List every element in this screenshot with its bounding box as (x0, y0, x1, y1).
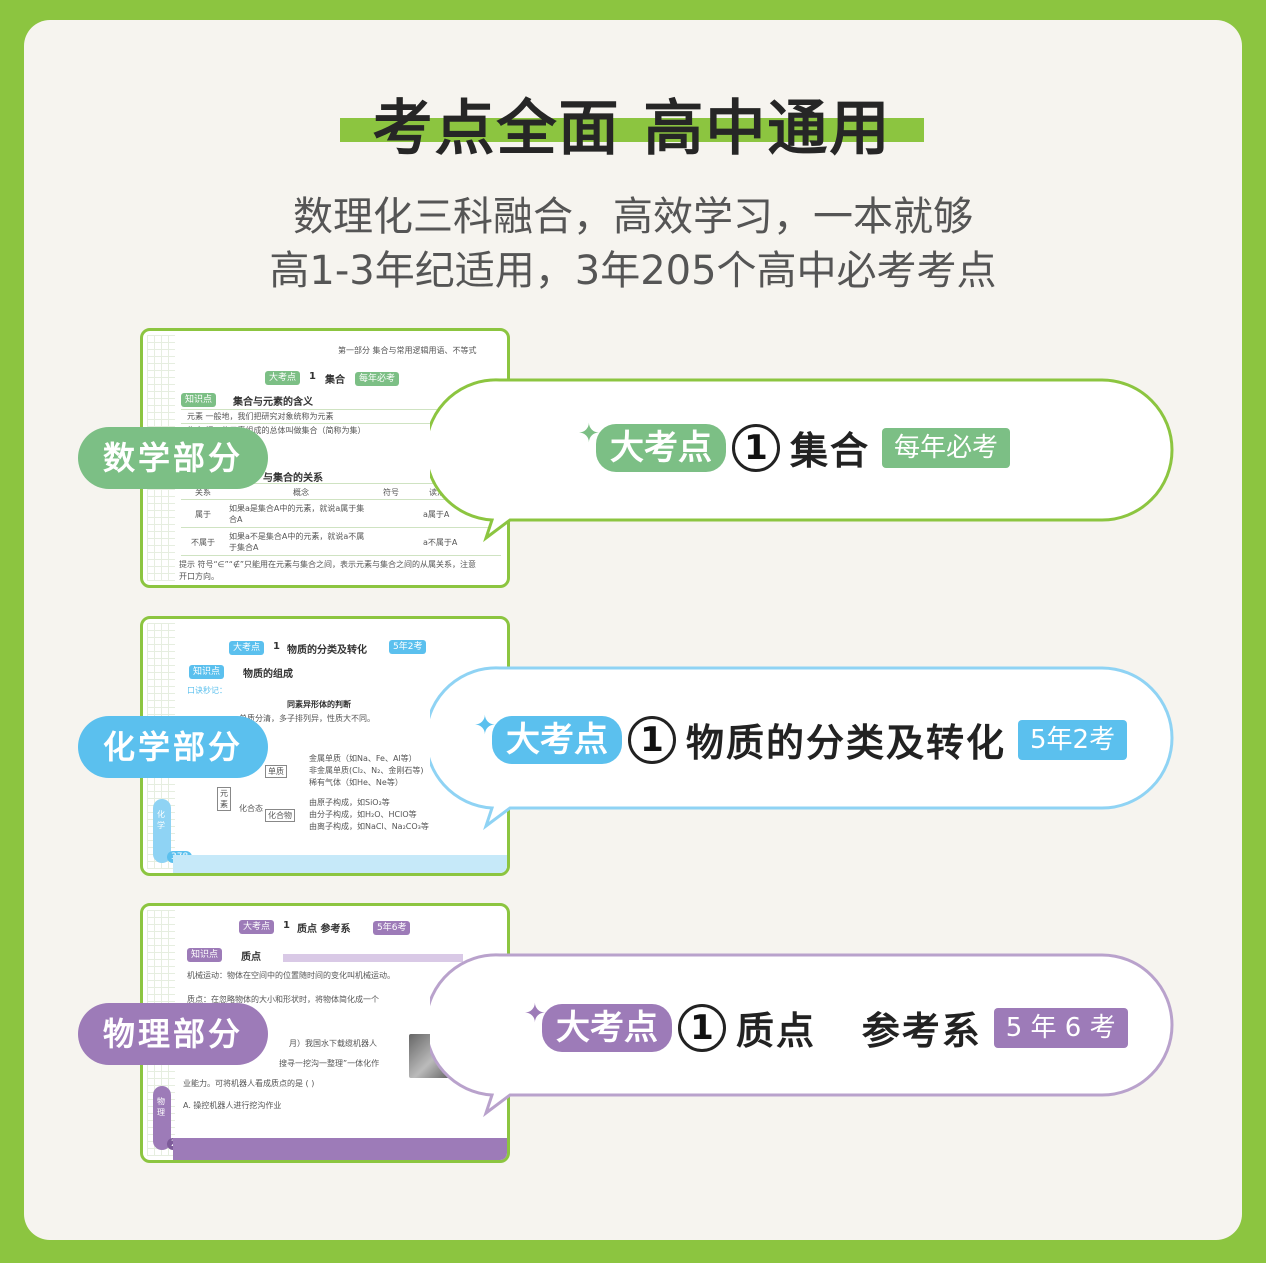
divider (181, 423, 501, 424)
page-title: 考点全面 高中通用 (372, 94, 892, 164)
tree-node-single: 单质 (265, 765, 287, 778)
table-cell: 属于 (195, 510, 211, 519)
big-point-pill: ✦ 大考点 (524, 999, 672, 1052)
table-row: 集合 把一些元素组成的总体叫做集合（简称为集） (187, 426, 366, 435)
math-bubble-content: ✦ 大考点 1 集合 每年必考 (578, 419, 1011, 475)
tree-node-compound: 化合物 (265, 809, 295, 822)
text-line: 单质分清，多子排列异，性质大不同。 (239, 714, 375, 723)
sparkle-icon: ✦ (524, 998, 546, 1029)
heading-badge: 每年必考 (355, 372, 400, 386)
divider (181, 555, 501, 556)
heading-number: 1 (283, 920, 290, 931)
point-title: 物质的分类及转化 (686, 721, 1007, 765)
physics-section-label: 物理部分 (78, 1003, 268, 1065)
heading-number: 1 (309, 371, 316, 382)
table-head-concept: 概念 (293, 488, 309, 497)
page-heading: 集合 (325, 375, 345, 386)
heading-badge: 5年6考 (373, 921, 411, 935)
knowledge-title: 物质的组成 (243, 669, 293, 680)
tree-node-compound-state: 化合态 (239, 804, 263, 813)
sparkle-icon: ✦ (578, 418, 600, 449)
tree-leaf: 稀有气体（如He、Ne等） (309, 778, 403, 787)
heading-number: 1 (273, 641, 280, 652)
table-cell: 不属于 (191, 538, 215, 547)
page-heading: 物质的分类及转化 (287, 645, 367, 656)
frequency-badge: 5年2考 (1018, 719, 1128, 760)
frequency-badge: 5 年 6 考 (993, 1007, 1128, 1048)
knowledge-title: 集合与元素的含义 (233, 397, 313, 408)
chemistry-section-label: 化学部分 (78, 716, 268, 778)
big-point-label: 大考点 (556, 1007, 658, 1048)
point-title: 集合 (790, 429, 871, 473)
point-number: 1 (732, 423, 780, 472)
header-title-block: 考点全面 高中通用 (340, 92, 924, 166)
table-cell: a不属于A (423, 538, 458, 547)
bottom-band (173, 855, 507, 873)
physics-speech-bubble (430, 953, 1174, 1118)
frequency-badge: 每年必考 (882, 427, 1011, 468)
table-head-symbol: 符号 (383, 488, 399, 497)
math-speech-bubble (430, 378, 1174, 543)
knowledge-tag: 知识点 (187, 948, 223, 962)
subtitle-line-2: 高1-3年纪适用，3年205个高中必考考点 (269, 248, 997, 294)
title-highlight-bar (340, 118, 924, 142)
math-section-label: 数学部分 (78, 427, 268, 489)
chemistry-speech-bubble (430, 666, 1174, 831)
question-line: 月）我国水下载缆机器人 (289, 1039, 377, 1048)
big-point-pill: ✦ 大考点 (578, 419, 726, 472)
tree-leaf: 由原子构成，如SiO₂等 (309, 798, 390, 807)
hint-text: 提示 符号“∈”“∉”只能用在元素与集合之间，表示元素与集合之间的从属关系，注意… (179, 560, 477, 581)
table-cell: 如果a不是集合A中的元素，就说a不属于集合A (229, 532, 365, 552)
physics-bubble-content: ✦ 大考点 1 质点 参考系 5 年 6 考 (524, 999, 1128, 1055)
sub-title: 与集合的关系 (263, 473, 323, 484)
tree-node-element: 元素 (217, 787, 231, 811)
item-line: 机械运动：物体在空间中的位置随时间的变化叫机械运动。 (187, 971, 395, 980)
table-head-reading: 读法 (429, 488, 445, 497)
big-point-label: 大考点 (506, 719, 608, 760)
table-row: 元素 一般地，我们把研究对象统称为元素 (187, 412, 334, 421)
side-subject: 物理 (157, 1097, 165, 1117)
divider (181, 483, 501, 484)
table-cell: a属于A (423, 510, 450, 519)
divider (181, 527, 501, 528)
side-strip (153, 799, 171, 863)
running-head: 第一部分 集合与常用逻辑用语、不等式 (338, 346, 477, 355)
point-number: 1 (678, 1003, 726, 1052)
big-point-pill: ✦ 大考点 (474, 711, 622, 764)
big-point-tag: 大考点 (239, 920, 275, 934)
table-head-relation: 关系 (195, 488, 211, 497)
memo-label: 口诀秒记： (187, 686, 227, 695)
item-line: 质点：在忽略物体的大小和形状时，将物体简化成一个 (187, 995, 379, 1004)
text-line: 同素异形体的判断 (287, 700, 351, 709)
knowledge-tag: 知识点 (189, 665, 225, 679)
knowledge-tag: 知识点 (181, 393, 217, 407)
point-title: 质点 参考系 (736, 1009, 982, 1053)
heading-badge: 5年2考 (389, 640, 427, 654)
page-heading: 质点 参考系 (297, 924, 351, 935)
side-subject: 化学 (157, 810, 165, 830)
question-option: A. 操控机器人进行挖沟作业 (183, 1101, 282, 1110)
chemistry-bubble-content: ✦ 大考点 1 物质的分类及转化 5年2考 (474, 711, 1128, 767)
divider (181, 409, 501, 410)
heading-underline (283, 954, 463, 962)
tree-leaf: 由离子构成，如NaCl、Na₂CO₃等 (309, 822, 429, 831)
big-point-tag: 大考点 (229, 641, 265, 655)
tree-leaf: 非金属单质(Cl₂、N₂、金刚石等) (309, 766, 424, 775)
question-line: 业能力。可将机器人看成质点的是 ( ) (183, 1079, 315, 1088)
tree-leaf: 由分子构成，如H₂O、HClO等 (309, 810, 417, 819)
side-strip (153, 1086, 171, 1150)
knowledge-title: 质点 (241, 952, 261, 963)
big-point-tag: 大考点 (265, 371, 301, 385)
divider (181, 499, 501, 500)
table-cell: 如果a是集合A中的元素，就说a属于集合A (229, 504, 365, 524)
point-number: 1 (628, 715, 676, 764)
sparkle-icon: ✦ (474, 710, 496, 741)
big-point-label: 大考点 (610, 427, 712, 468)
tree-leaf: 金属单质（如Na、Fe、Al等） (309, 754, 417, 763)
question-line: 搜寻一挖沟一整理”一体化作 (279, 1059, 380, 1068)
bottom-band (173, 1138, 507, 1160)
subtitle-line-1: 数理化三科融合，高效学习，一本就够 (293, 194, 973, 240)
